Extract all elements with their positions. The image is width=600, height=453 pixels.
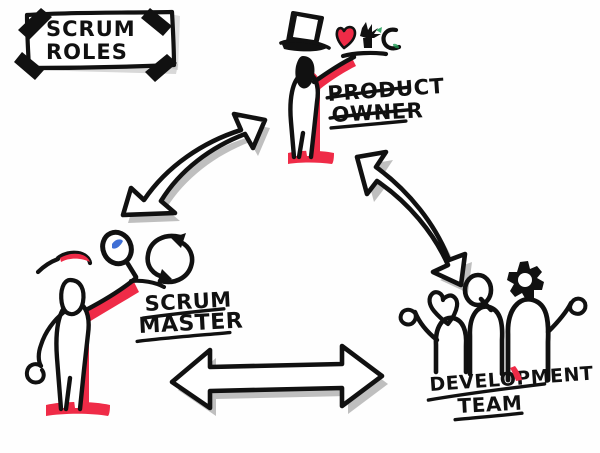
crescent-icon	[381, 27, 402, 51]
scrum-master-label: SCRUM MASTER	[135, 287, 244, 344]
product-owner-label: PRODUCT OWNER	[325, 74, 445, 130]
top-hat-icon	[279, 11, 331, 52]
product-owner-figure	[279, 11, 402, 164]
refresh-cycle-icon	[145, 233, 195, 285]
arrow-scrum-master-development-team	[169, 343, 388, 416]
dev-team-value-icons	[427, 261, 544, 327]
development-team-figure	[398, 261, 588, 383]
cap-icon	[35, 250, 93, 275]
scrum-master-figure	[24, 229, 195, 416]
arrow-product-owner-development-team	[354, 149, 472, 293]
magnifying-glass-icon	[100, 229, 139, 280]
product-owner-value-items	[335, 22, 402, 51]
scrum-roles-title-card	[14, 8, 180, 82]
arrow-scrum-master-product-owner	[120, 111, 270, 223]
sparkle-star-icon	[360, 22, 381, 48]
heart-icon	[336, 26, 355, 48]
letter-q-icon	[462, 272, 494, 313]
heart-icon	[427, 290, 460, 327]
tape-corner-marks	[14, 8, 177, 82]
